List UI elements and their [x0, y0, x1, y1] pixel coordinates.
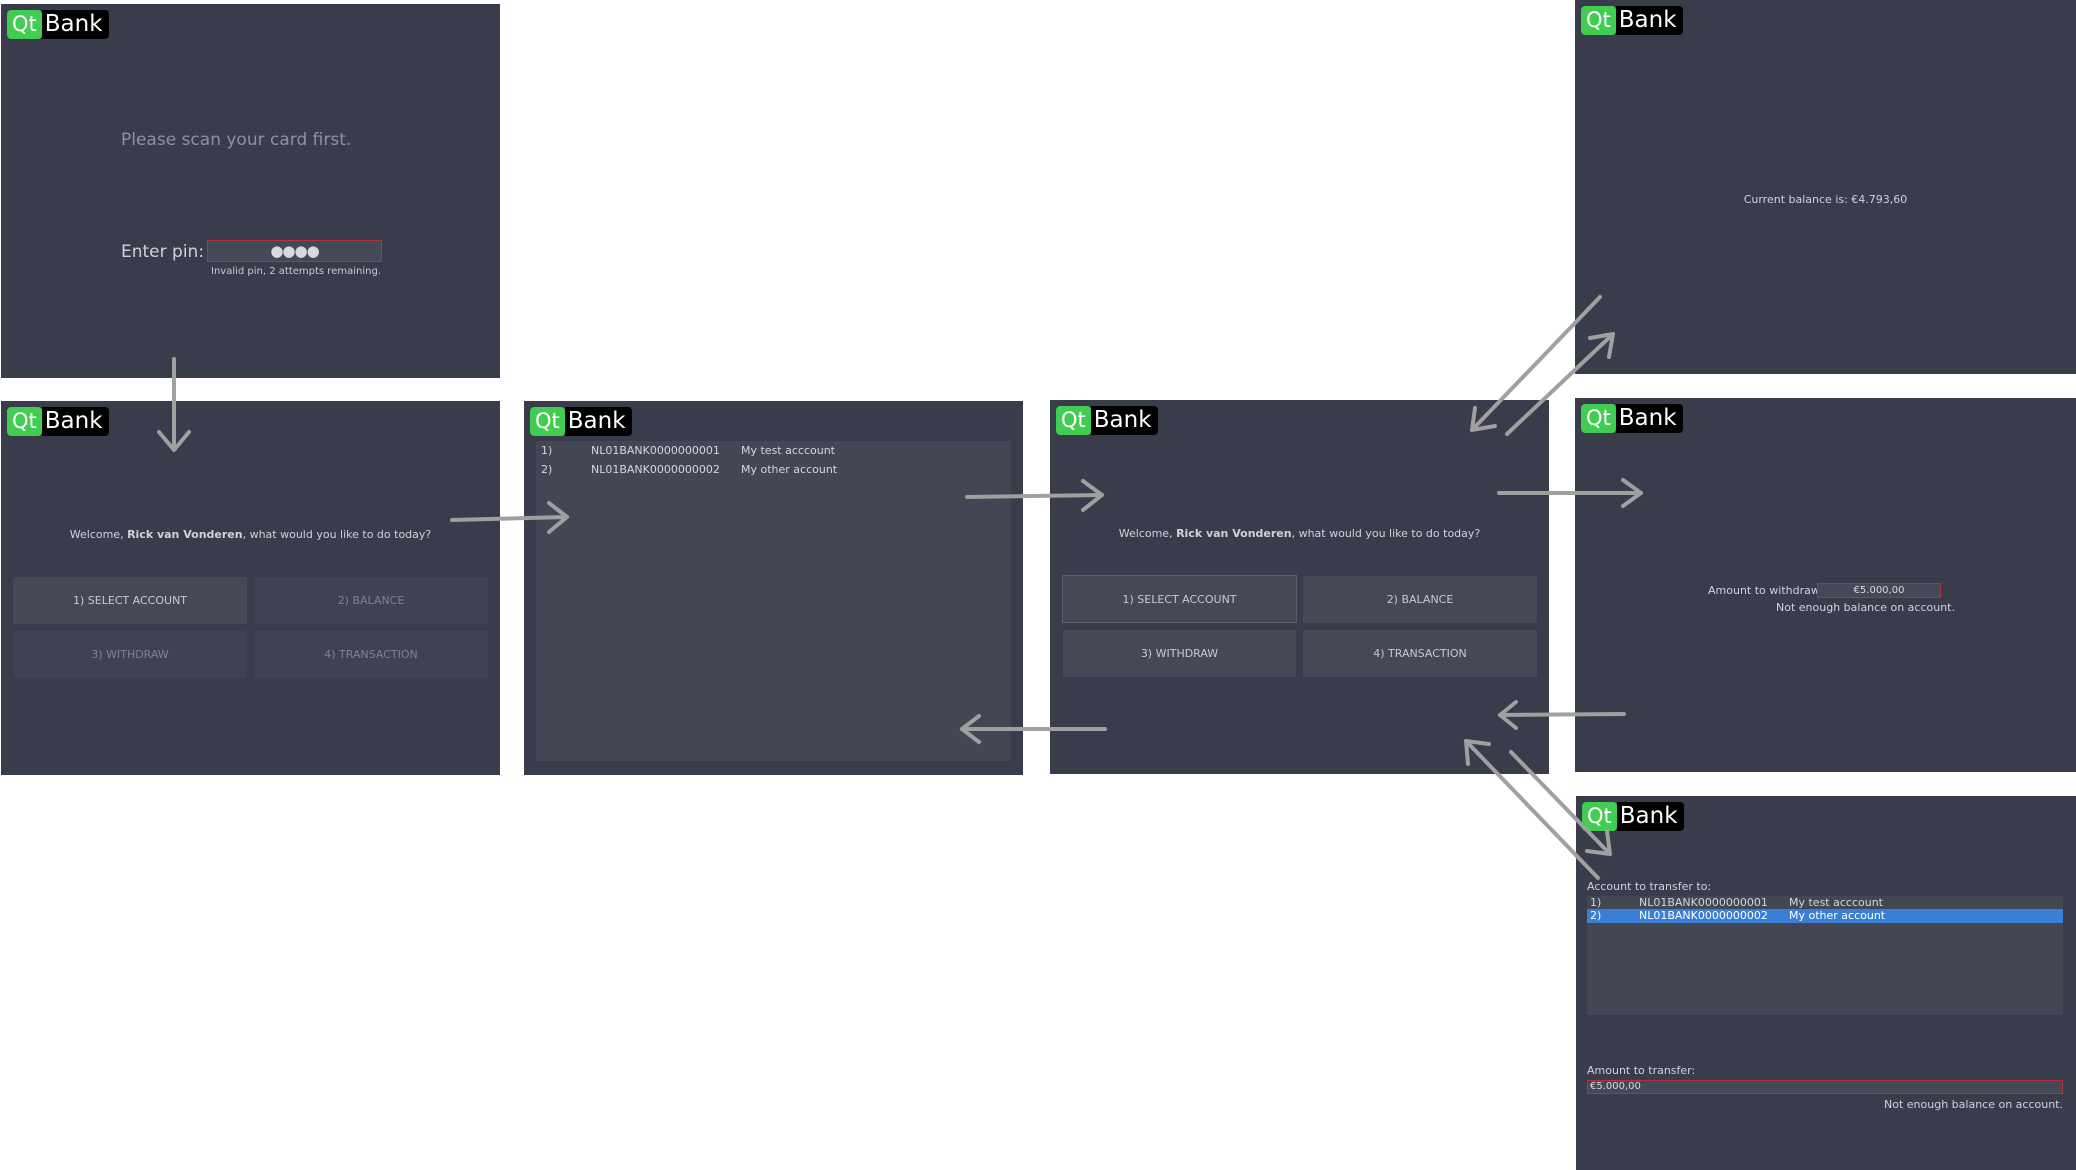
account-row[interactable]: 1) NL01BANK0000000001 My test acccount [541, 444, 835, 457]
transfer-error: Not enough balance on account. [1884, 1098, 2063, 1111]
arrow-balance-to-welcome [1470, 295, 1602, 432]
user-name: Rick van Vonderen [1176, 527, 1292, 540]
select-account-button[interactable]: 1) SELECT ACCOUNT [1062, 575, 1297, 623]
transfer-amount-input[interactable]: €5.000,00 [1587, 1080, 2063, 1094]
arrow-welcome-to-select [450, 501, 569, 534]
user-name: Rick van Vonderen [127, 528, 243, 541]
withdraw-button[interactable]: 3) WITHDRAW [13, 631, 247, 678]
scan-card-prompt: Please scan your card first. [121, 130, 352, 150]
pin-dots: ●●●● [270, 242, 319, 260]
arrow-welcome-to-select-back [960, 714, 1107, 744]
welcome-message: Welcome, Rick van Vonderen, what would y… [69, 528, 432, 541]
withdraw-button[interactable]: 3) WITHDRAW [1063, 630, 1296, 677]
arrow-select-to-welcome [965, 479, 1104, 512]
arrow-withdraw-to-welcome [1498, 700, 1626, 730]
arrow-welcome-to-withdraw [1497, 478, 1643, 508]
arrow-transfer-to-welcome [1464, 739, 1600, 880]
account-row[interactable]: 2) NL01BANK0000000002 My other account [541, 463, 838, 476]
account-row[interactable]: 1) NL01BANK0000000001 My test acccount [1590, 896, 1883, 909]
withdraw-amount-label: Amount to withdraw: [1708, 584, 1823, 597]
account-list[interactable]: 1) NL01BANK0000000001 My test acccount 2… [536, 441, 1011, 761]
welcome-message: Welcome, Rick van Vonderen, what would y… [1118, 527, 1481, 540]
select-account-screen: 1) NL01BANK0000000001 My test acccount 2… [524, 401, 1023, 775]
select-account-button[interactable]: 1) SELECT ACCOUNT [13, 577, 247, 624]
withdraw-amount-input[interactable]: €5.000,00 [1817, 583, 1941, 598]
transfer-account-list[interactable]: 1) NL01BANK0000000001 My test acccount 2… [1587, 896, 2063, 1015]
arrow-welcome-to-balance [1505, 332, 1615, 436]
pin-label: Enter pin: [121, 242, 205, 262]
arrow-welcome-to-transfer [1509, 750, 1612, 856]
account-row-selected[interactable]: 2) NL01BANK0000000002 My other account [1587, 909, 2063, 923]
pin-error: Invalid pin, 2 attempts remaining. [211, 266, 381, 277]
withdraw-error: Not enough balance on account. [1776, 601, 1955, 614]
pin-input[interactable]: ●●●● [207, 240, 382, 262]
balance-button[interactable]: 2) BALANCE [1303, 576, 1537, 623]
balance-button[interactable]: 2) BALANCE [254, 577, 488, 624]
current-balance: Current balance is: €4.793,60 [1743, 193, 1908, 206]
transfer-account-label: Account to transfer to: [1587, 880, 1712, 893]
transaction-button[interactable]: 4) TRANSACTION [254, 631, 488, 678]
transfer-amount-label: Amount to transfer: [1587, 1064, 1696, 1077]
arrow-pin-to-welcome [157, 357, 191, 452]
transaction-button[interactable]: 4) TRANSACTION [1303, 630, 1537, 677]
